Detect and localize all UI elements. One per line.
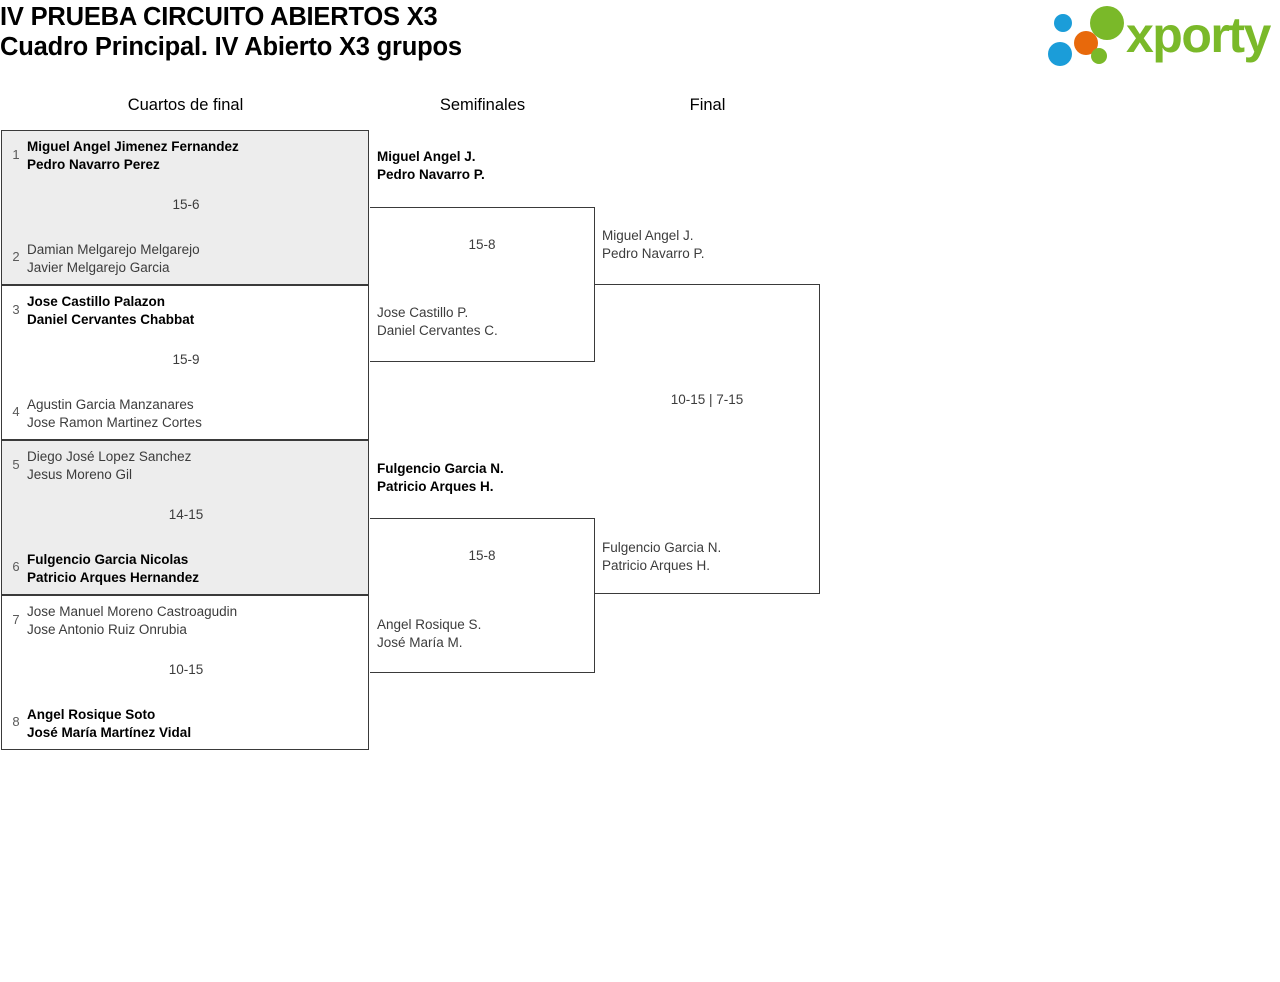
team-entry[interactable]: Jose Manuel Moreno Castroagudin Jose Ant… — [27, 603, 362, 639]
match-score: 15-9 — [172, 352, 200, 367]
quarterfinal-match-2[interactable]: 3 Jose Castillo Palazon Daniel Cervantes… — [1, 285, 369, 440]
match-score: 14-15 — [168, 507, 204, 522]
team-entry[interactable]: Diego José Lopez Sanchez Jesus Moreno Gi… — [27, 448, 362, 484]
player-name: Diego José Lopez Sanchez — [27, 449, 192, 464]
final-team-entry[interactable]: Fulgencio Garcia N. Patricio Arques H. — [602, 539, 820, 575]
quarterfinal-match-4[interactable]: 7 Jose Manuel Moreno Castroagudin Jose A… — [1, 595, 369, 750]
team-entry[interactable]: Miguel Angel Jimenez Fernandez Pedro Nav… — [27, 138, 362, 174]
quarterfinal-match-1[interactable]: 1 Miguel Angel Jimenez Fernandez Pedro N… — [1, 130, 369, 285]
player-name: Patricio Arques Hernandez — [27, 570, 200, 585]
player-name: Miguel Angel J. — [602, 228, 694, 243]
player-name: Fulgencio Garcia Nicolas — [27, 552, 189, 567]
semifinal-team-entry[interactable]: Jose Castillo P. Daniel Cervantes C. — [377, 304, 595, 340]
player-name: Angel Rosique S. — [377, 617, 482, 632]
player-name: José María Martínez Vidal — [27, 725, 192, 740]
semifinal-connector-2: 15-8 — [370, 518, 595, 673]
match-score: 10-15 | 7-15 — [670, 392, 744, 407]
logo-wordmark: xporty — [1126, 7, 1271, 63]
semifinal-team-entry[interactable]: Miguel Angel J. Pedro Navarro P. — [377, 148, 595, 184]
final-connector: 10-15 | 7-15 — [595, 284, 820, 594]
seed-number: 3 — [12, 302, 20, 317]
title-line-1: IV PRUEBA CIRCUITO ABIERTOS X3 — [0, 3, 438, 31]
quarterfinal-match-3[interactable]: 5 Diego José Lopez Sanchez Jesus Moreno … — [1, 440, 369, 595]
team-entry[interactable]: Fulgencio Garcia Nicolas Patricio Arques… — [27, 551, 362, 587]
match-score: 15-8 — [468, 237, 496, 252]
match-score: 10-15 — [168, 662, 204, 677]
player-name: Patricio Arques H. — [602, 558, 711, 573]
player-name: Fulgencio Garcia N. — [602, 540, 722, 555]
player-name: Miguel Angel J. — [377, 149, 476, 164]
team-entry[interactable]: Angel Rosique Soto José María Martínez V… — [27, 706, 362, 742]
seed-number: 1 — [12, 147, 20, 162]
round-header-quarterfinals: Cuartos de final — [127, 96, 244, 114]
logo-dot-blue-large — [1048, 42, 1072, 66]
player-name: José María M. — [377, 635, 463, 650]
player-name: Fulgencio Garcia N. — [377, 461, 504, 476]
team-entry[interactable]: Agustin Garcia Manzanares Jose Ramon Mar… — [27, 396, 362, 432]
semifinal-team-entry[interactable]: Fulgencio Garcia N. Patricio Arques H. — [377, 460, 595, 496]
player-name: Pedro Navarro P. — [377, 167, 485, 182]
seed-number: 2 — [12, 249, 20, 264]
match-score: 15-8 — [468, 548, 496, 563]
final-team-entry[interactable]: Miguel Angel J. Pedro Navarro P. — [602, 227, 820, 263]
player-name: Pedro Navarro P. — [602, 246, 705, 261]
player-name: Pedro Navarro Perez — [27, 157, 160, 172]
player-name: Jesus Moreno Gil — [27, 467, 133, 482]
player-name: Daniel Cervantes Chabbat — [27, 312, 195, 327]
seed-number: 4 — [12, 404, 20, 419]
semifinal-connector-1: 15-8 — [370, 207, 595, 362]
logo-dot-green-small — [1091, 48, 1107, 64]
logo-dot-blue-small — [1054, 14, 1072, 32]
player-name: Angel Rosique Soto — [27, 707, 156, 722]
seed-number: 8 — [12, 714, 20, 729]
xporty-logo: xporty — [1048, 6, 1276, 68]
seed-number: 5 — [12, 457, 20, 472]
title-line-2: Cuadro Principal. IV Abierto X3 grupos — [0, 33, 462, 61]
player-name: Jose Castillo P. — [377, 305, 469, 320]
seed-number: 7 — [12, 612, 20, 627]
round-header-final: Final — [689, 96, 726, 114]
player-name: Agustin Garcia Manzanares — [27, 397, 194, 412]
page-title: IV PRUEBA CIRCUITO ABIERTOS X3 Cuadro Pr… — [0, 2, 1000, 62]
team-entry[interactable]: Jose Castillo Palazon Daniel Cervantes C… — [27, 293, 362, 329]
player-name: Miguel Angel Jimenez Fernandez — [27, 139, 239, 154]
player-name: Javier Melgarejo Garcia — [27, 260, 170, 275]
logo-dot-green-large — [1090, 6, 1124, 40]
player-name: Jose Castillo Palazon — [27, 294, 166, 309]
seed-number: 6 — [12, 559, 20, 574]
player-name: Jose Manuel Moreno Castroagudin — [27, 604, 238, 619]
semifinal-team-entry[interactable]: Angel Rosique S. José María M. — [377, 616, 595, 652]
player-name: Jose Antonio Ruiz Onrubia — [27, 622, 187, 637]
player-name: Jose Ramon Martinez Cortes — [27, 415, 202, 430]
round-header-semifinals: Semifinales — [439, 96, 526, 114]
match-score: 15-6 — [172, 197, 200, 212]
player-name: Patricio Arques H. — [377, 479, 494, 494]
player-name: Daniel Cervantes C. — [377, 323, 498, 338]
player-name: Damian Melgarejo Melgarejo — [27, 242, 200, 257]
team-entry[interactable]: Damian Melgarejo Melgarejo Javier Melgar… — [27, 241, 362, 277]
